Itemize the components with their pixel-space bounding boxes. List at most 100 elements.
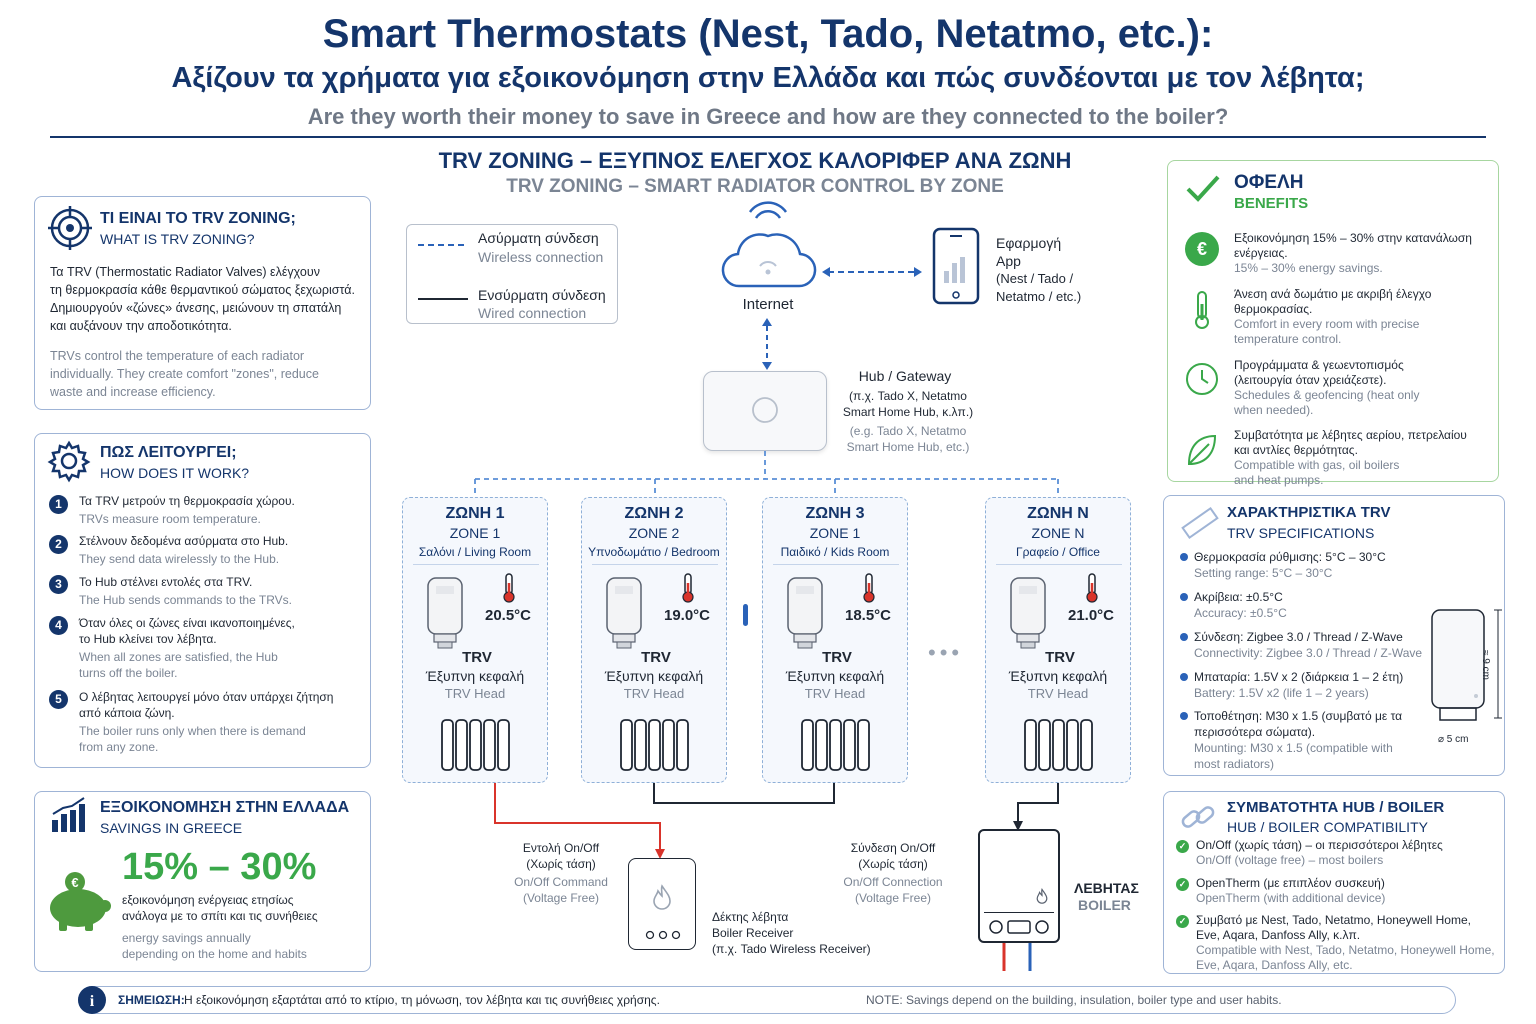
boiler-receiver-device: [628, 858, 696, 950]
zone-2-head-gr: Έξυπνη κεφαλή: [604, 668, 704, 684]
step-3-number: 3: [49, 575, 68, 594]
zone-3-title: ΖΩΝΗ 3: [805, 505, 865, 522]
benefit-4: Συμβατότητα με λέβητες αερίου, πετρελαίο…: [1234, 428, 1467, 487]
note-greek: Η εξοικονόμηση εξαρτάται από το κτίριο, …: [184, 993, 660, 1007]
target-icon: [48, 206, 92, 250]
zoneN-boiler-wire: [1013, 783, 1059, 831]
step-2-number: 2: [49, 535, 68, 554]
benefits-subtitle: BENEFITS: [1234, 195, 1309, 212]
benefit-3: Προγράμματα & γεωεντοπισμός(λειτουργία ό…: [1234, 358, 1420, 417]
diagram-title: TRV ZONING – ΕΞΥΠΝΟΣ ΕΛΕΓΧΟΣ ΚΑΛΟΡΙΦΕΡ Α…: [438, 148, 1072, 173]
specs-subtitle: TRV SPECIFICATIONS: [1227, 525, 1375, 541]
zone-2-title: ΖΩΝΗ 2: [624, 505, 684, 522]
how-panel: [34, 433, 371, 768]
zone-2-room: Υπνοδωμάτιο / Bedroom: [588, 545, 720, 559]
zone-3-subtitle: ZONE 1: [809, 525, 861, 541]
compat-2: OpenTherm (με επιπλέον συσκευή)OpenTherm…: [1196, 876, 1386, 905]
spec-bullet-5: [1180, 712, 1188, 720]
compat-check-1: ✓: [1176, 840, 1189, 853]
boiler-controls: [989, 920, 1049, 934]
zone-1-divider: [413, 564, 539, 565]
step-4-number: 4: [49, 616, 68, 635]
zone-3-trv-icon: [787, 577, 823, 649]
zone2-zone3-wire: [653, 783, 835, 804]
zone-n-thermometer-icon: [1086, 573, 1098, 603]
note-bar: [78, 986, 1456, 1014]
compat-subtitle: HUB / BOILER COMPATIBILITY: [1227, 819, 1428, 835]
flame-icon: [653, 884, 671, 910]
zone-2-head-en: TRV Head: [623, 686, 685, 701]
zone-3-trv-label: TRV: [822, 649, 852, 666]
zone-3-divider: [773, 564, 899, 565]
zone-2-temperature: 19.0°C: [663, 607, 711, 624]
cloud-app-wireless-link: [822, 267, 922, 277]
what-is-title: ΤΙ ΕΙΝΑΙ ΤΟ TRV ZONING;: [100, 210, 296, 227]
zone-n-trv-label: TRV: [1045, 649, 1075, 666]
zone-1-head-en: TRV Head: [444, 686, 506, 701]
savings-subtitle: SAVINGS IN GREECE: [100, 820, 243, 836]
wired-line-swatch: [418, 298, 468, 300]
step-3: Το Hub στέλνει εντολές στα TRV.The Hub s…: [79, 575, 292, 607]
bar-chart-icon: [52, 797, 85, 832]
zone-separator-dot: [743, 604, 748, 626]
zone-n-head-gr: Έξυπνη κεφαλή: [1008, 668, 1108, 684]
subtitle-english: Are they worth their money to save in Gr…: [307, 104, 1229, 129]
spec-bullet-3: [1180, 633, 1188, 641]
command-label: Εντολή On/Off(Χωρίς τάση) On/Off Command…: [514, 841, 608, 905]
clock-icon: [1186, 363, 1218, 395]
zone-n-title: ΖΩΝΗ N: [1027, 505, 1089, 522]
zone-2-trv-label: TRV: [641, 649, 671, 666]
zone1-receiver-wire: [494, 783, 665, 859]
zone-n-radiator-icon: [1024, 719, 1093, 771]
leaf-icon: [1187, 434, 1217, 466]
zone-1-trv-label: TRV: [462, 649, 492, 666]
boiler-pipes: [1002, 943, 1032, 971]
step-1-number: 1: [49, 495, 68, 514]
zone-n-head-en: TRV Head: [1027, 686, 1089, 701]
zone-3-head-gr: Έξυπνη κεφαλή: [785, 668, 885, 684]
connection-label: Σύνδεση On/Off(Χωρίς τάση) On/Off Connec…: [843, 841, 943, 905]
internet-label: Internet: [742, 296, 794, 313]
zone-2-thermometer-icon: [682, 573, 694, 603]
compat-3: Συμβατό με Nest, Tado, Netatmo, Honeywel…: [1196, 913, 1495, 972]
zone-3-temperature: 18.5°C: [844, 607, 892, 624]
step-2: Στέλνουν δεδομένα ασύρματα στο Hub.They …: [79, 534, 289, 566]
zone-n-trv-icon: [1010, 577, 1046, 649]
zone-n-room: Γραφείο / Office: [1016, 545, 1100, 559]
boiler-flame-icon: [1036, 888, 1048, 904]
compat-panel: [1163, 791, 1505, 974]
what-is-panel: [34, 196, 371, 410]
phone-icon: [932, 227, 980, 305]
svg-text:€: €: [1197, 239, 1207, 259]
hub-device: [703, 371, 827, 451]
svg-text:€: €: [71, 875, 78, 890]
compat-1: On/Off (χωρίς τάση) – οι περισσότεροι λέ…: [1196, 838, 1443, 867]
zone-3-head-en: TRV Head: [804, 686, 866, 701]
receiver-buttons: [645, 930, 681, 940]
hub-zone-wireless-links: [474, 451, 1059, 497]
thermometer-icon: [1195, 291, 1209, 329]
header-divider: [50, 136, 1486, 138]
info-icon: i: [78, 986, 106, 1014]
savings-title: ΕΞΟΙΚΟΝΟΜΗΣΗ ΣΤΗΝ ΕΛΛΑΔΑ: [100, 799, 350, 816]
spec-bullet-2: [1180, 593, 1188, 601]
zone-1-radiator-icon: [441, 719, 510, 771]
cloud-hub-wireless-link: [762, 318, 772, 370]
legend-wired-gr: Ενσύρματη σύνδεση: [478, 287, 606, 303]
hub-title: Hub / Gateway: [858, 368, 952, 384]
step-5: Ο λέβητας λειτουργεί μόνο όταν υπάρχει ζ…: [79, 690, 334, 754]
wireless-line-swatch: [418, 244, 468, 246]
zone-1-trv-icon: [427, 577, 463, 649]
note-english: NOTE: Savings depend on the building, in…: [866, 993, 1282, 1007]
legend-box: [406, 224, 618, 324]
step-1: Τα TRV μετρούν τη θερμοκρασία χώρου.TRVs…: [79, 494, 295, 526]
zone-2-divider: [592, 564, 718, 565]
